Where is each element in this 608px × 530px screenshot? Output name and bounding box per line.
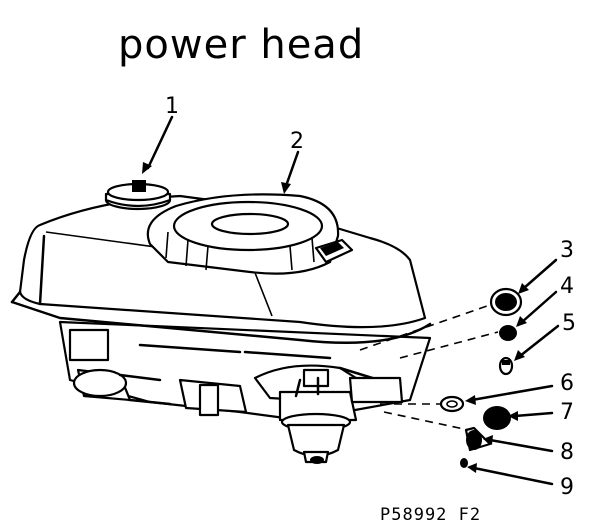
callout-7: 7: [560, 400, 574, 425]
fuel-cap: [104, 180, 172, 211]
callout-6: 6: [560, 371, 574, 396]
part-7-knob: [483, 406, 511, 430]
callout-8: 8: [560, 440, 574, 465]
engine-block: [58, 320, 432, 422]
recoil-starter: [146, 193, 354, 275]
diagram-title: power head: [118, 22, 365, 68]
callout-2: 2: [290, 129, 304, 154]
callout-4: 4: [560, 274, 574, 299]
exploded-parts: [359, 287, 523, 468]
leader-lines: [142, 115, 560, 486]
part-9-pin: [460, 458, 468, 468]
drawing-code: P58992 F2: [380, 505, 482, 525]
callout-3: 3: [560, 238, 574, 263]
callout-9: 9: [560, 475, 574, 500]
carburetor: [278, 368, 404, 464]
part-6-washer: [439, 395, 465, 413]
callout-1: 1: [165, 94, 179, 119]
callout-5: 5: [562, 311, 576, 336]
part-4-nut: [499, 325, 517, 341]
